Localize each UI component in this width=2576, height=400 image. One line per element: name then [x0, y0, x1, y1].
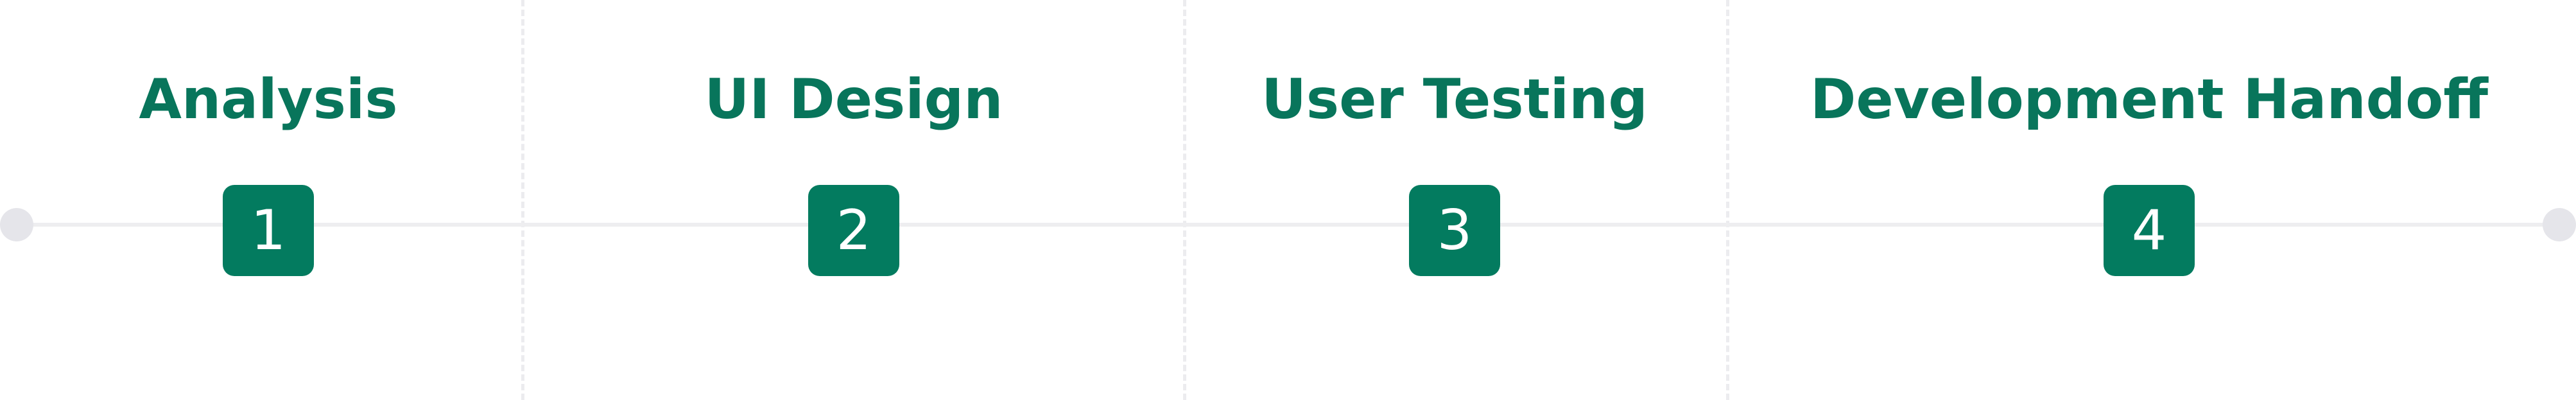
step-number-badge-2: 2	[808, 185, 899, 276]
step-number-badge-4: 4	[2104, 185, 2195, 276]
column-divider	[1726, 0, 1729, 400]
step-title-development-handoff: Development Handoff	[1810, 67, 2488, 132]
column-divider	[521, 0, 524, 400]
timeline-line	[17, 223, 2559, 227]
column-divider	[1183, 0, 1186, 400]
step-title-ui-design: UI Design	[704, 67, 1003, 132]
step-number-badge-3: 3	[1409, 185, 1500, 276]
step-title-analysis: Analysis	[139, 67, 398, 132]
step-number-badge-1: 1	[223, 185, 314, 276]
timeline-end-dot	[2543, 208, 2576, 241]
step-title-user-testing: User Testing	[1261, 67, 1648, 132]
timeline-start-dot	[0, 208, 33, 241]
